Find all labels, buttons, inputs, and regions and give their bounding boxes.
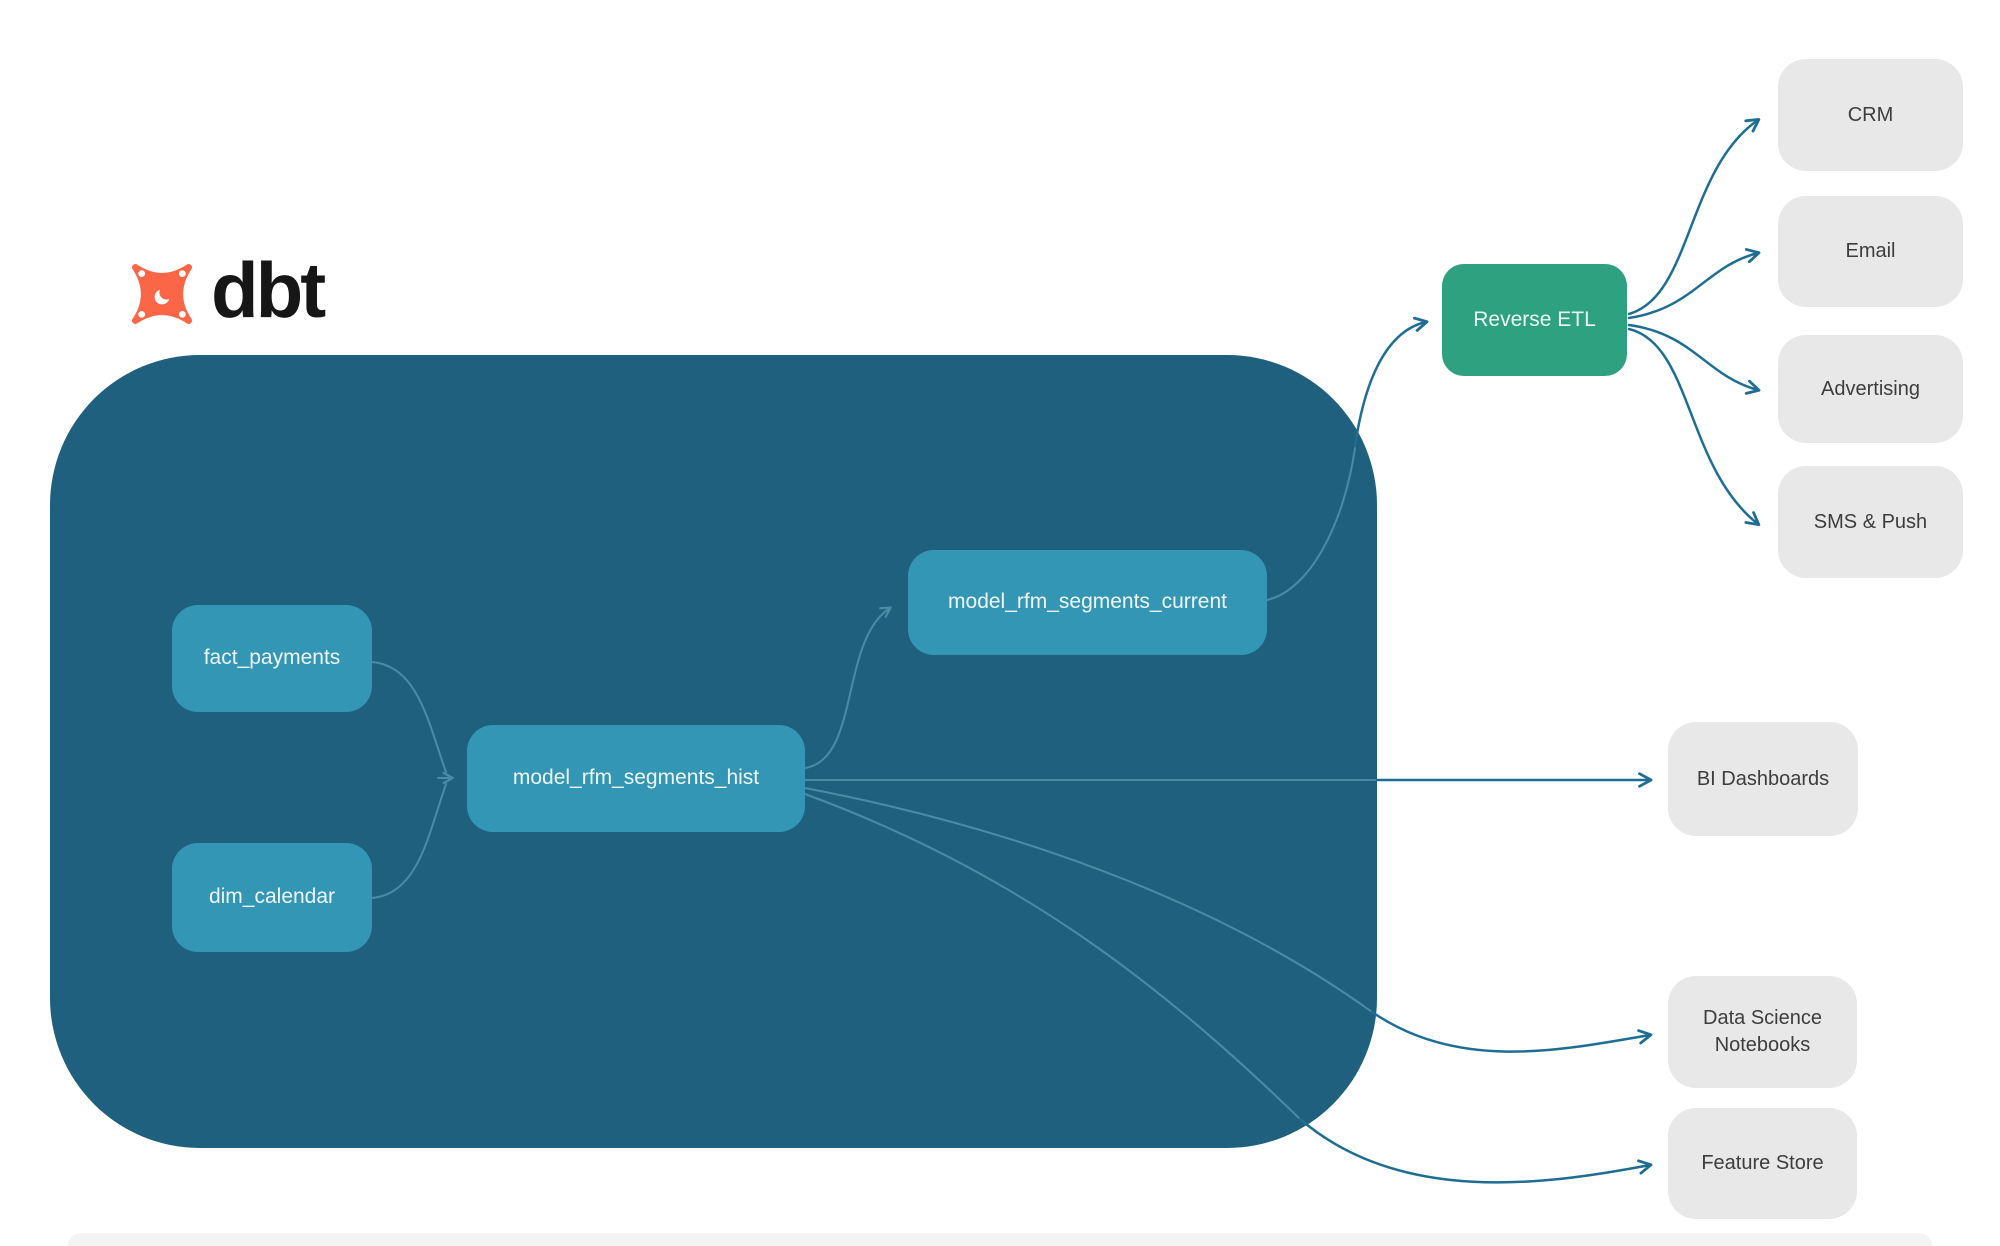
node-dim-calendar: dim_calendar xyxy=(172,843,372,952)
node-model-rfm-segments-current: model_rfm_segments_current xyxy=(908,550,1267,655)
node-label: model_rfm_segments_hist xyxy=(512,766,760,790)
edge-hist-to-feature-store-inner xyxy=(804,793,1301,1120)
dbt-logo-text: dbt xyxy=(211,246,326,334)
node-label: Reverse ETL xyxy=(1473,307,1596,331)
node-label: dim_calendar xyxy=(208,885,336,909)
dest-feature-store: Feature Store xyxy=(1668,1108,1857,1219)
edge-reverse-etl-to-email xyxy=(1627,248,1761,320)
dest-crm: CRM xyxy=(1778,59,1963,171)
edge-reverse-etl-to-crm xyxy=(1627,118,1761,316)
dest-label: CRM xyxy=(1847,103,1894,126)
dbt-logo: dbt xyxy=(125,246,326,334)
edge-to-data-science-notebooks xyxy=(1370,1010,1653,1053)
edge-hist-to-current xyxy=(804,606,892,769)
edge-current-to-reverse-etl-inner xyxy=(1266,447,1356,601)
dest-label: Advertising xyxy=(1821,377,1920,400)
dest-label: Data Science Notebooks xyxy=(1703,1007,1822,1056)
dest-data-science-notebooks: Data Science Notebooks xyxy=(1668,976,1857,1088)
dest-sms-push: SMS & Push xyxy=(1778,466,1963,578)
edge-to-reverse-etl xyxy=(1353,316,1429,448)
edge-reverse-etl-to-advertising xyxy=(1627,323,1761,395)
next-section-edge xyxy=(68,1233,1932,1246)
edge-fact-payments-to-hist xyxy=(371,661,447,773)
dest-label: Feature Store xyxy=(1701,1152,1824,1174)
edge-dim-calendar-to-hist xyxy=(371,783,447,899)
dest-label: BI Dashboards xyxy=(1696,767,1830,790)
dest-advertising: Advertising xyxy=(1778,335,1963,443)
node-fact-payments: fact_payments xyxy=(172,605,372,712)
dest-bi-dashboards: BI Dashboards xyxy=(1668,722,1858,836)
edge-hist-to-notebooks-inner xyxy=(804,787,1373,1013)
dest-label: Email xyxy=(1845,240,1896,262)
dbt-logo-icon xyxy=(132,264,192,324)
edge-to-feature-store xyxy=(1298,1117,1653,1184)
node-label: fact_payments xyxy=(203,646,341,670)
node-model-rfm-segments-hist: model_rfm_segments_hist xyxy=(467,725,805,832)
dest-label: SMS & Push xyxy=(1813,510,1928,533)
dest-email: Email xyxy=(1778,196,1963,307)
node-reverse-etl: Reverse ETL xyxy=(1442,264,1627,376)
edge-reverse-etl-to-sms-push xyxy=(1627,327,1761,527)
node-label: model_rfm_segments_current xyxy=(948,590,1227,614)
